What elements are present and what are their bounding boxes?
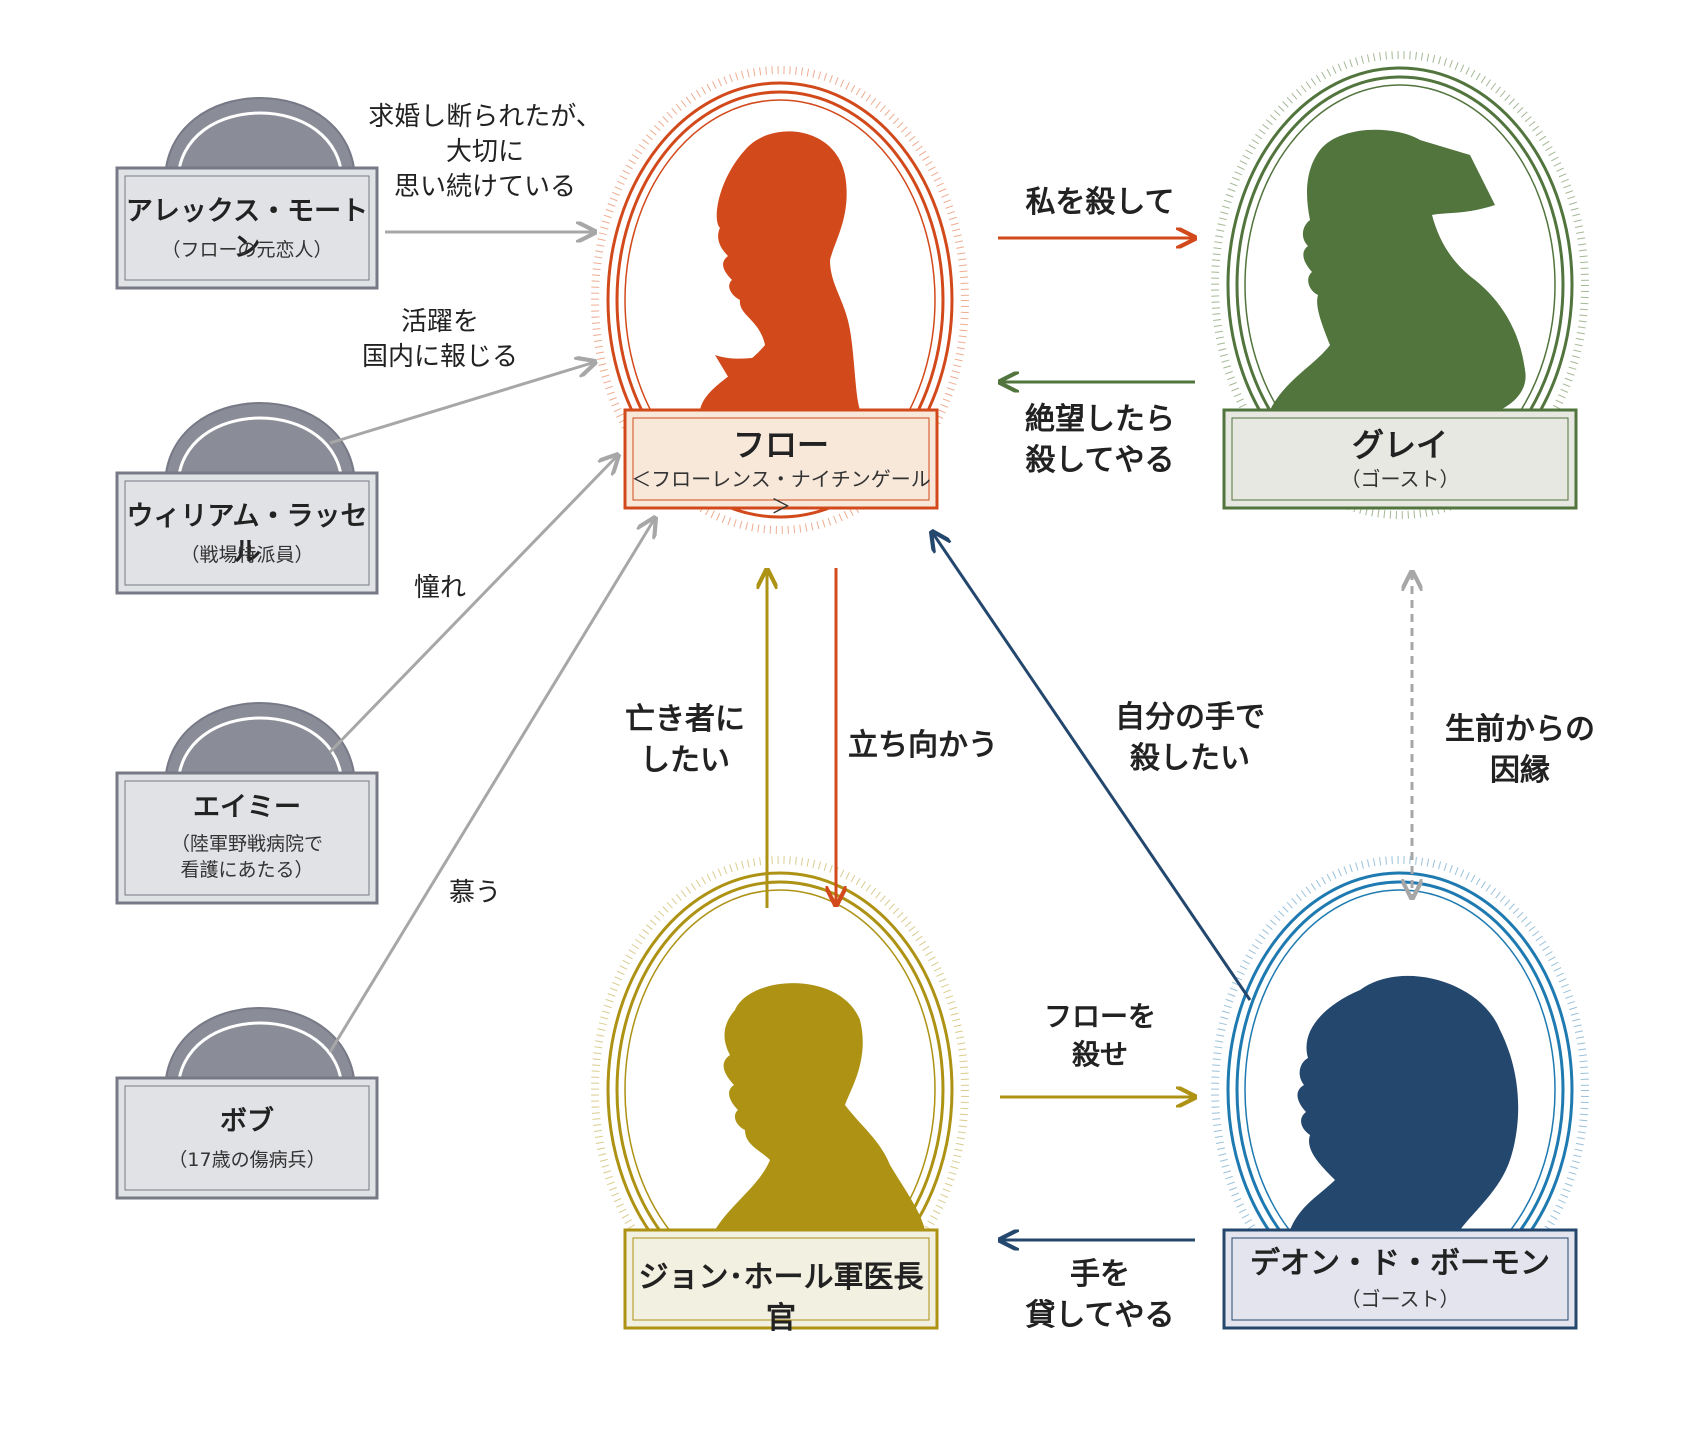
flo-silhouette — [700, 131, 860, 410]
deon-subtitle: （ゴースト） — [1340, 1287, 1460, 1311]
flo-subtitle: ＜フローレンス・ナイチンゲール＞ — [631, 467, 931, 518]
arrow-deon-to-flo — [932, 532, 1252, 1001]
alex-note: （フローの元恋人） — [161, 239, 333, 261]
arrow-amy-to-flo — [328, 455, 618, 754]
william-name: ウィリアム・ラッセル — [126, 501, 368, 569]
label-amy-to-flo: 憧れ — [413, 573, 466, 603]
side-bob — [115, 1007, 379, 1200]
label-gray-to-flo: 絶望したら 殺してやる — [1025, 402, 1175, 478]
gray-plaque — [1222, 408, 1578, 510]
label-flo-to-gray: 私を殺して — [1025, 185, 1175, 220]
flo-name: フロー — [732, 426, 829, 464]
label-gray-deon: 生前からの 因縁 — [1445, 712, 1595, 788]
john-plaque — [623, 1228, 939, 1330]
flo-plaque — [623, 408, 939, 510]
label-john-to-flo: 亡き者に したい — [625, 702, 745, 778]
william-note: （戦場特派員） — [180, 544, 314, 566]
gray-name: グレイ — [1351, 426, 1448, 464]
gray-silhouette — [1270, 129, 1526, 410]
label-bob-to-flo: 慕う — [448, 878, 501, 908]
label-flo-to-john: 立ち向かう — [848, 728, 998, 763]
amy-name: エイミー — [193, 792, 301, 823]
label-william-to-flo: 活躍を 国内に報じる — [361, 307, 518, 373]
deon-silhouette — [1290, 975, 1519, 1230]
alex-name: アレックス・モートン — [125, 196, 369, 264]
deon-plaque — [1222, 1228, 1578, 1330]
side-william — [115, 402, 379, 595]
gray-subtitle: （ゴースト） — [1340, 467, 1460, 491]
amy-note: （陸軍野戦病院で 看護にあたる） — [170, 833, 323, 881]
label-john-to-deon: フローを 殺せ — [1043, 1000, 1156, 1071]
label-alex-to-flo: 求婚し断られたが、 大切に 思い続けている — [368, 102, 602, 203]
arrow-bob-to-flo — [328, 518, 655, 1053]
label-deon-to-john: 手を 貸してやる — [1025, 1257, 1175, 1333]
john-name: ジョン･ホール軍医長官 — [638, 1260, 924, 1336]
label-deon-to-flo: 自分の手で 殺したい — [1115, 700, 1265, 776]
bob-note: （17歳の傷病兵） — [168, 1149, 326, 1171]
side-amy — [115, 702, 379, 905]
side-alex — [115, 97, 379, 290]
arrow-william-to-flo — [329, 362, 595, 445]
bob-name: ボブ — [220, 1106, 274, 1137]
deon-name: デオン・ド・ボーモン — [1250, 1246, 1550, 1281]
john-silhouette — [715, 983, 925, 1230]
